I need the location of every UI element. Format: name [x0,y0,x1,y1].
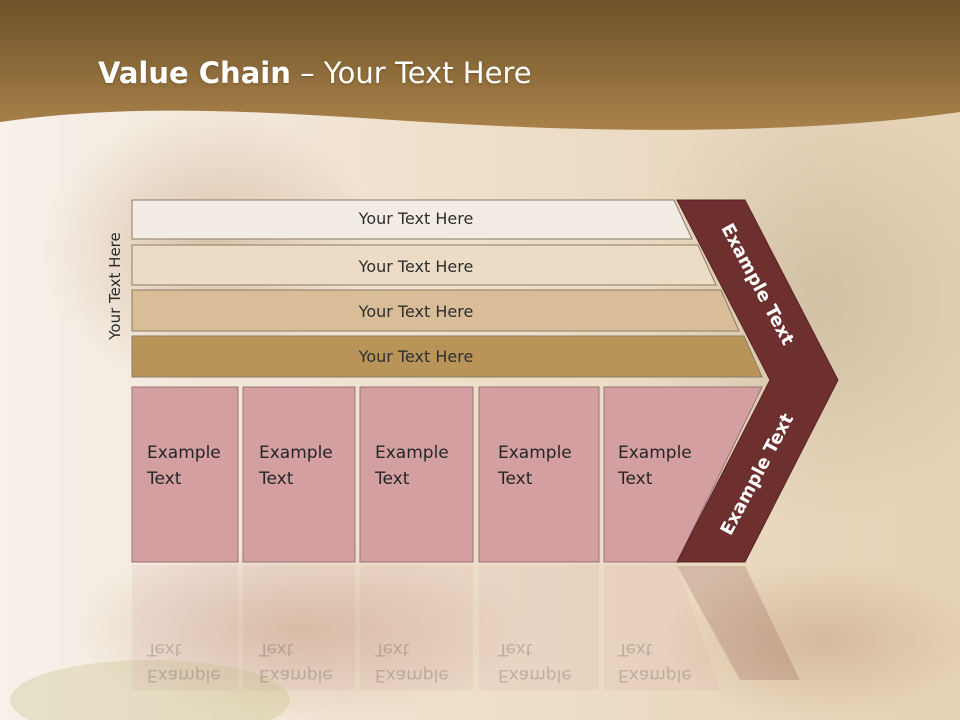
column-shape-2 [242,386,356,563]
bar-label-3: Your Text Here [358,302,474,321]
column-shape-4 [478,386,600,563]
bars-group [131,199,763,378]
bar-shape-3 [131,289,740,332]
bar-label-2: Your Text Here [358,257,474,276]
slide-title: Value Chain – Your Text Here [98,56,532,90]
bar-label-4: Your Text Here [358,347,474,366]
title-rest: – Your Text Here [290,56,532,90]
bar-shape-4 [131,335,763,378]
bar-label-1: Your Text Here [358,209,474,228]
chevron-arrow [676,199,839,563]
column-reflection-shape-1 [132,565,238,690]
title-bold: Value Chain [98,56,291,90]
column-reflection-shape-4 [479,565,599,690]
bar-shape-2 [131,244,717,286]
column-reflection-shape-2 [243,565,355,690]
column-shape-3 [359,386,474,563]
chevron-reflection [677,566,800,680]
column-reflection-shape-5 [604,565,720,690]
columns-group [131,386,763,690]
column-shape-1 [131,386,239,563]
column-reflection-shape-3 [360,565,473,690]
bar-shape-1 [131,199,693,240]
